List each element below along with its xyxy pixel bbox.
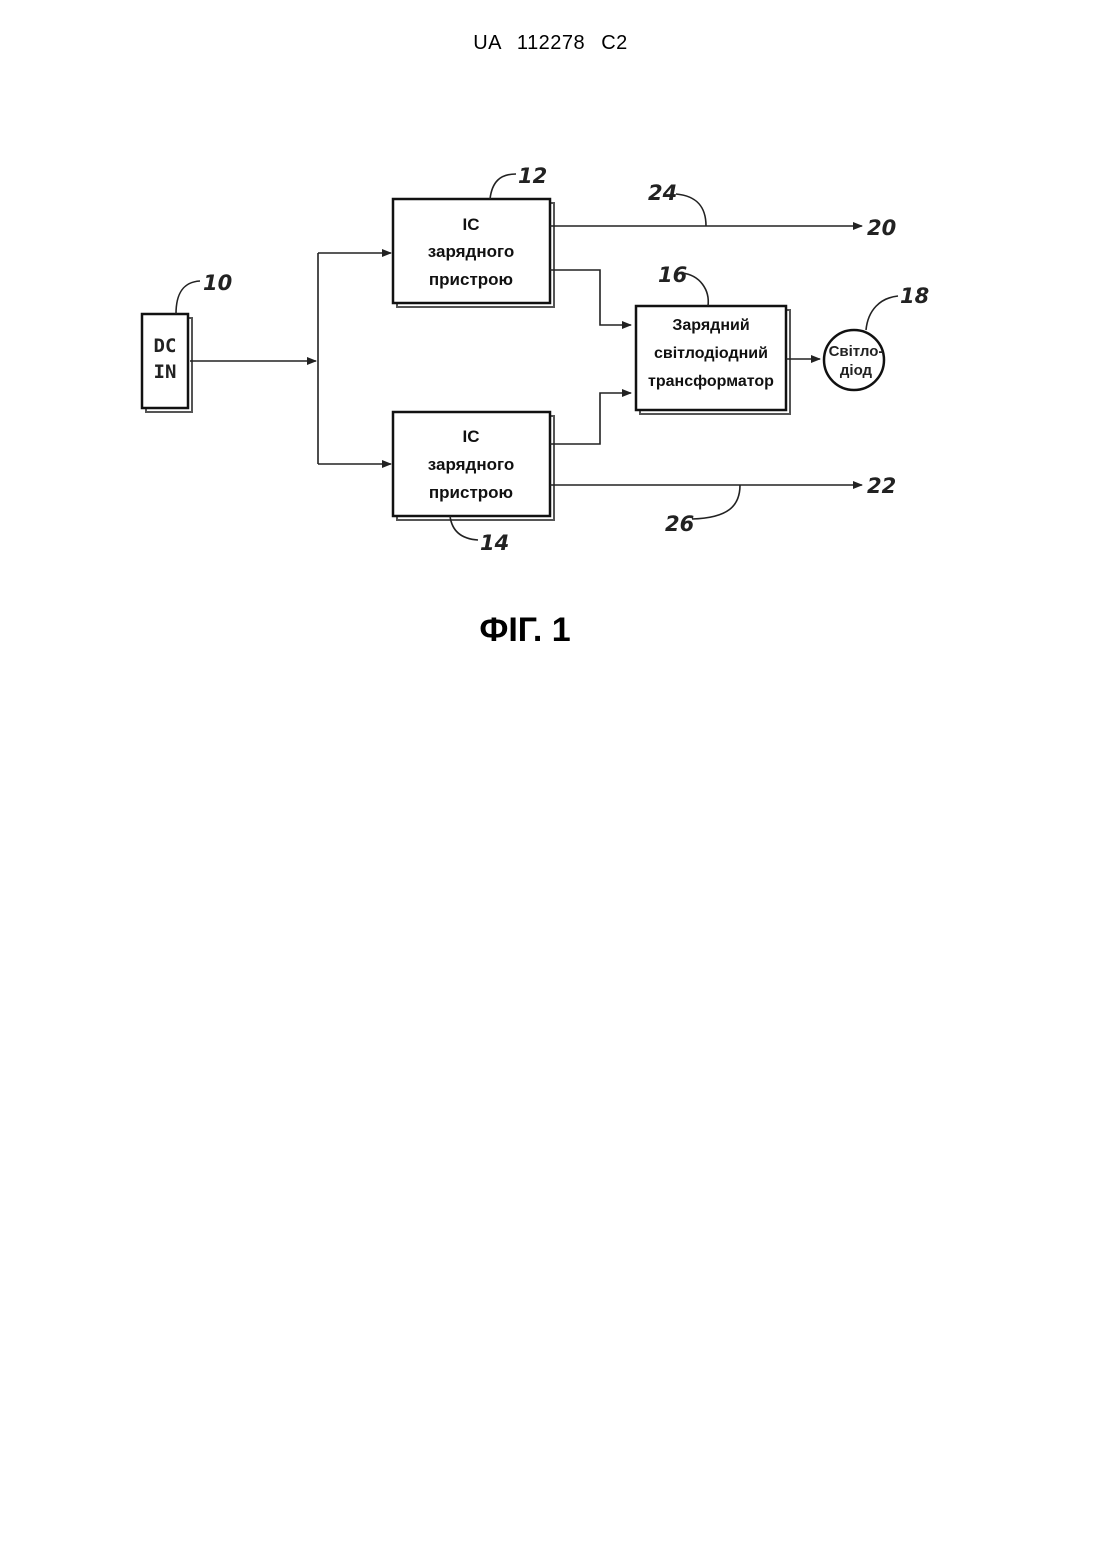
charger-ic-top-line2: зарядного — [428, 242, 514, 261]
figure-caption: ФІГ. 1 — [479, 611, 570, 649]
ref-24-leader — [676, 194, 706, 226]
charger-ic-bottom-line1: IC — [463, 427, 480, 446]
arrow-bottom-ic-to-transformer — [550, 393, 631, 444]
ref-26-leader — [692, 485, 740, 519]
led-transformer-line3: трансформатор — [648, 373, 774, 390]
ref-12-leader — [490, 174, 516, 199]
led-circle: Світло- діод — [824, 330, 884, 390]
ref-18-leader — [866, 296, 898, 330]
charger-ic-bottom-block: IC зарядного пристрою — [393, 412, 554, 520]
ref-26: 26 — [665, 512, 694, 536]
charger-ic-top-line1: IC — [463, 215, 480, 234]
ref-14: 14 — [480, 531, 509, 555]
arrow-top-ic-to-transformer — [550, 270, 631, 325]
ref-10-leader — [176, 281, 200, 314]
led-label-line1: Світло- — [829, 343, 884, 360]
led-transformer-line2: світлодіодний — [654, 345, 768, 362]
led-label-line2: діод — [840, 362, 873, 379]
ref-24: 24 — [648, 181, 677, 205]
ref-12: 12 — [518, 164, 547, 188]
charger-ic-bottom-line2: зарядного — [428, 455, 514, 474]
ref-20: 20 — [867, 216, 896, 240]
charger-ic-top-block: IC зарядного пристрою — [393, 199, 554, 307]
dc-in-label-line1: DC — [154, 335, 177, 357]
ref-22: 22 — [867, 474, 896, 498]
charger-ic-top-line3: пристрою — [429, 270, 513, 289]
dc-in-block: DC IN — [142, 314, 192, 412]
ref-16: 16 — [658, 263, 687, 287]
charger-ic-bottom-line3: пристрою — [429, 483, 513, 502]
dc-in-label-line2: IN — [154, 361, 177, 383]
ref-18: 18 — [900, 284, 929, 308]
ref-10: 10 — [203, 271, 232, 295]
led-transformer-line1: Зарядний — [672, 317, 749, 334]
led-transformer-block: Зарядний світлодіодний трансформатор — [636, 306, 790, 414]
